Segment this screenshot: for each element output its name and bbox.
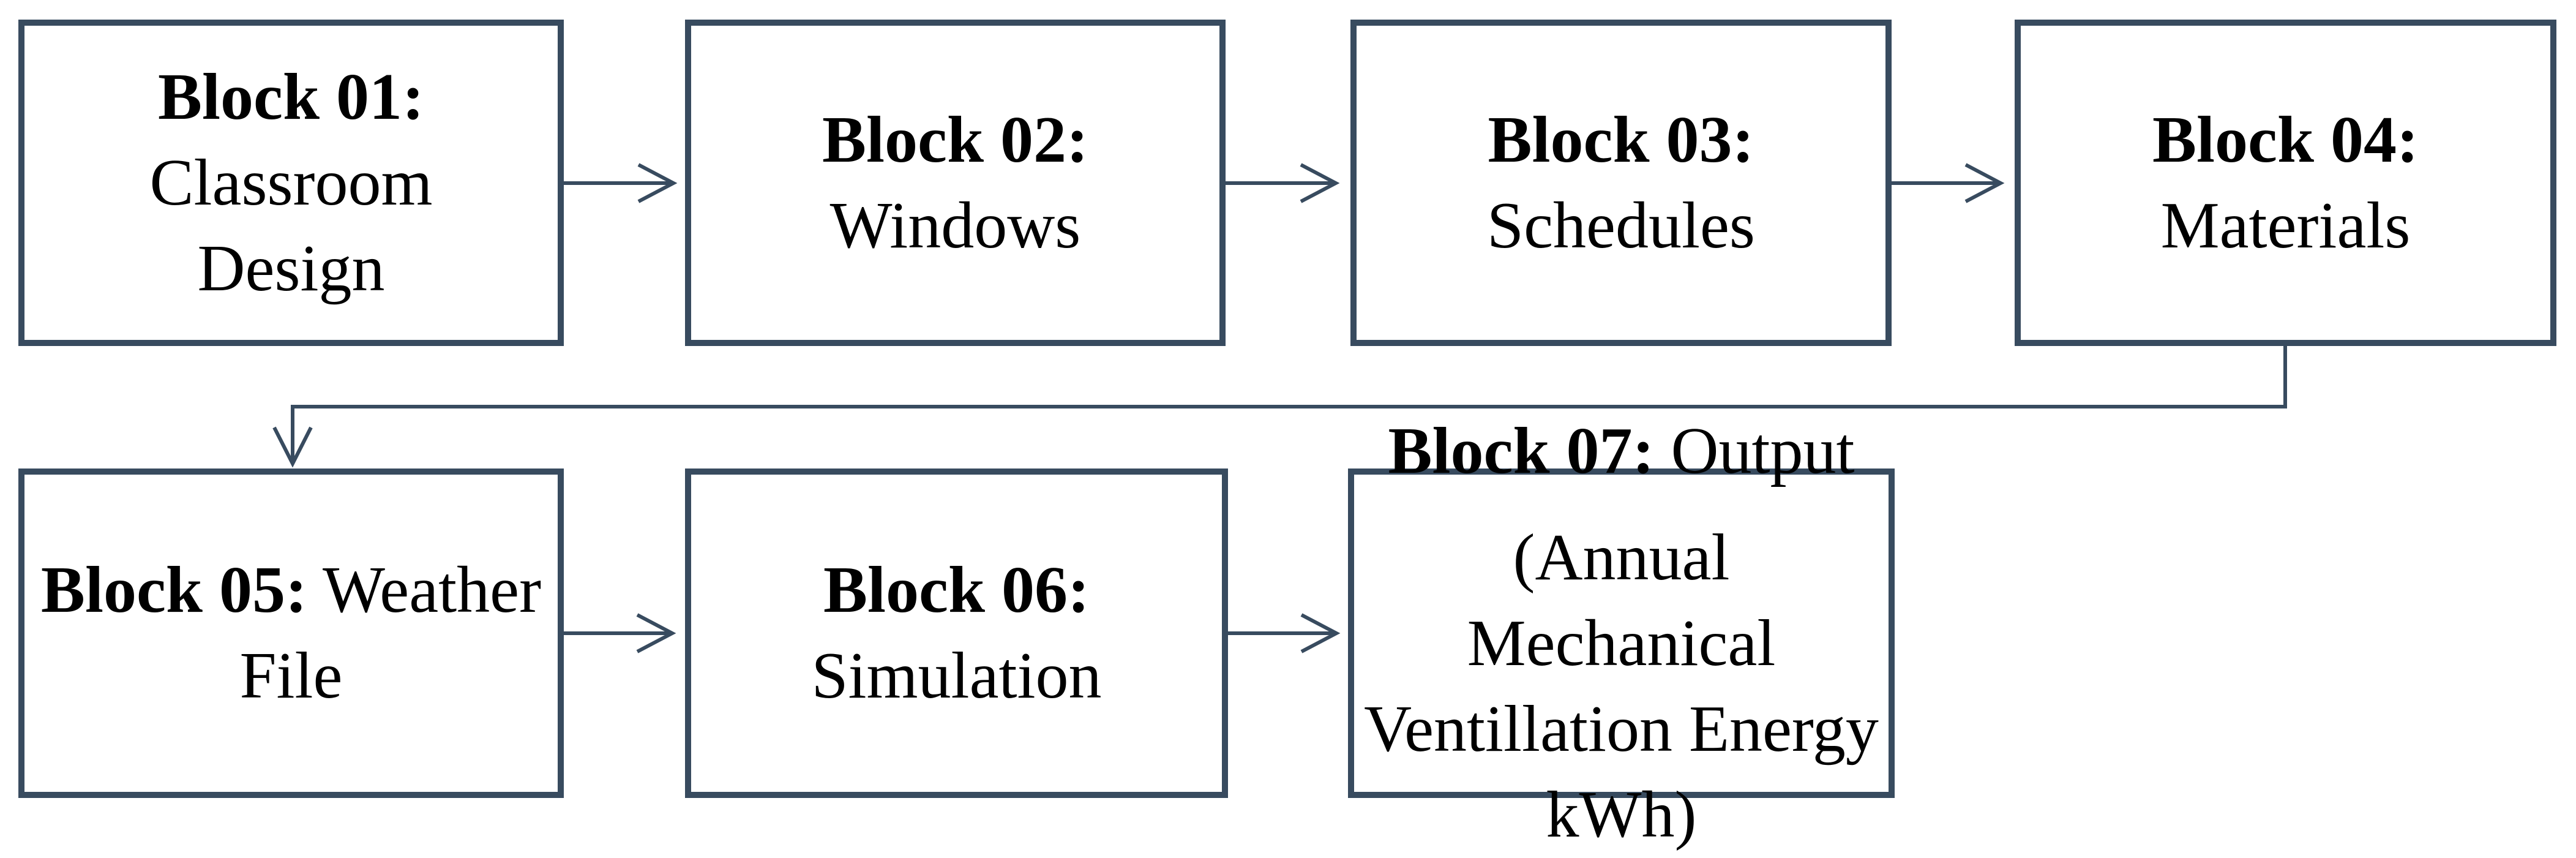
arrow-block01-to-block02 <box>563 163 678 203</box>
block-06-number: Block 06: <box>823 554 1090 627</box>
block-01-label-line2: Design <box>197 231 385 305</box>
block-06: Block 06: Simulation <box>685 469 1228 798</box>
block-05-label-line2: File <box>239 639 343 712</box>
block-02-number: Block 02: <box>822 103 1088 176</box>
block-05: Block 05: Weather File <box>18 469 564 798</box>
block-07-label: Block 07: Output <box>1388 408 1854 494</box>
block-04-number: Block 04: <box>2152 103 2419 176</box>
block-04-label: Block 04: Materials <box>2021 97 2550 269</box>
arrow-block06-to-block07 <box>1228 613 1341 653</box>
block-03: Block 03: Schedules <box>1350 20 1892 346</box>
arrow-block03-to-block04 <box>1892 163 2005 203</box>
block-07: Block 07: Output (Annual Mechanical Vent… <box>1348 415 1895 851</box>
block-05-number: Block 05: <box>40 554 307 627</box>
block-01-label: Block 01: Classroom <box>24 55 558 226</box>
arrow-block02-to-block03 <box>1226 163 1340 203</box>
block-07-sublabel-line3: kWh) <box>1546 778 1697 851</box>
block-01-number: Block 01: <box>157 60 424 134</box>
block-02-label: Block 02: Windows <box>691 97 1219 269</box>
block-03-text: Schedules <box>1487 189 1755 262</box>
block-03-number: Block 03: <box>1488 103 1754 176</box>
block-05-label: Block 05: Weather <box>41 548 541 633</box>
flow-diagram: Block 01: Classroom Design Block 02: Win… <box>18 20 2556 851</box>
block-02-text: Windows <box>829 189 1081 262</box>
block-07-sublabel-line1: (Annual Mechanical <box>1467 521 1776 680</box>
block-06-text: Simulation <box>811 639 1102 712</box>
block-01: Block 01: Classroom Design <box>18 20 564 346</box>
block-07-sublabel: (Annual Mechanical Ventillation Energy k… <box>1354 515 1889 858</box>
block-07-sublabel-line2: Ventillation Energy <box>1364 693 1879 766</box>
block-07-text: Output <box>1654 415 1855 487</box>
block-05-text: Weather <box>307 554 542 627</box>
arrow-block05-to-block06 <box>563 613 676 653</box>
block-03-label: Block 03: Schedules <box>1357 97 1885 269</box>
block-01-text: Classroom <box>149 146 433 219</box>
block-06-label: Block 06: Simulation <box>691 548 1222 719</box>
block-04-text: Materials <box>2160 189 2411 262</box>
block-07-number: Block 07: <box>1388 415 1655 487</box>
block-02: Block 02: Windows <box>685 20 1226 346</box>
block-04: Block 04: Materials <box>2015 20 2556 346</box>
arrow-block04-to-block05 <box>272 346 2287 468</box>
